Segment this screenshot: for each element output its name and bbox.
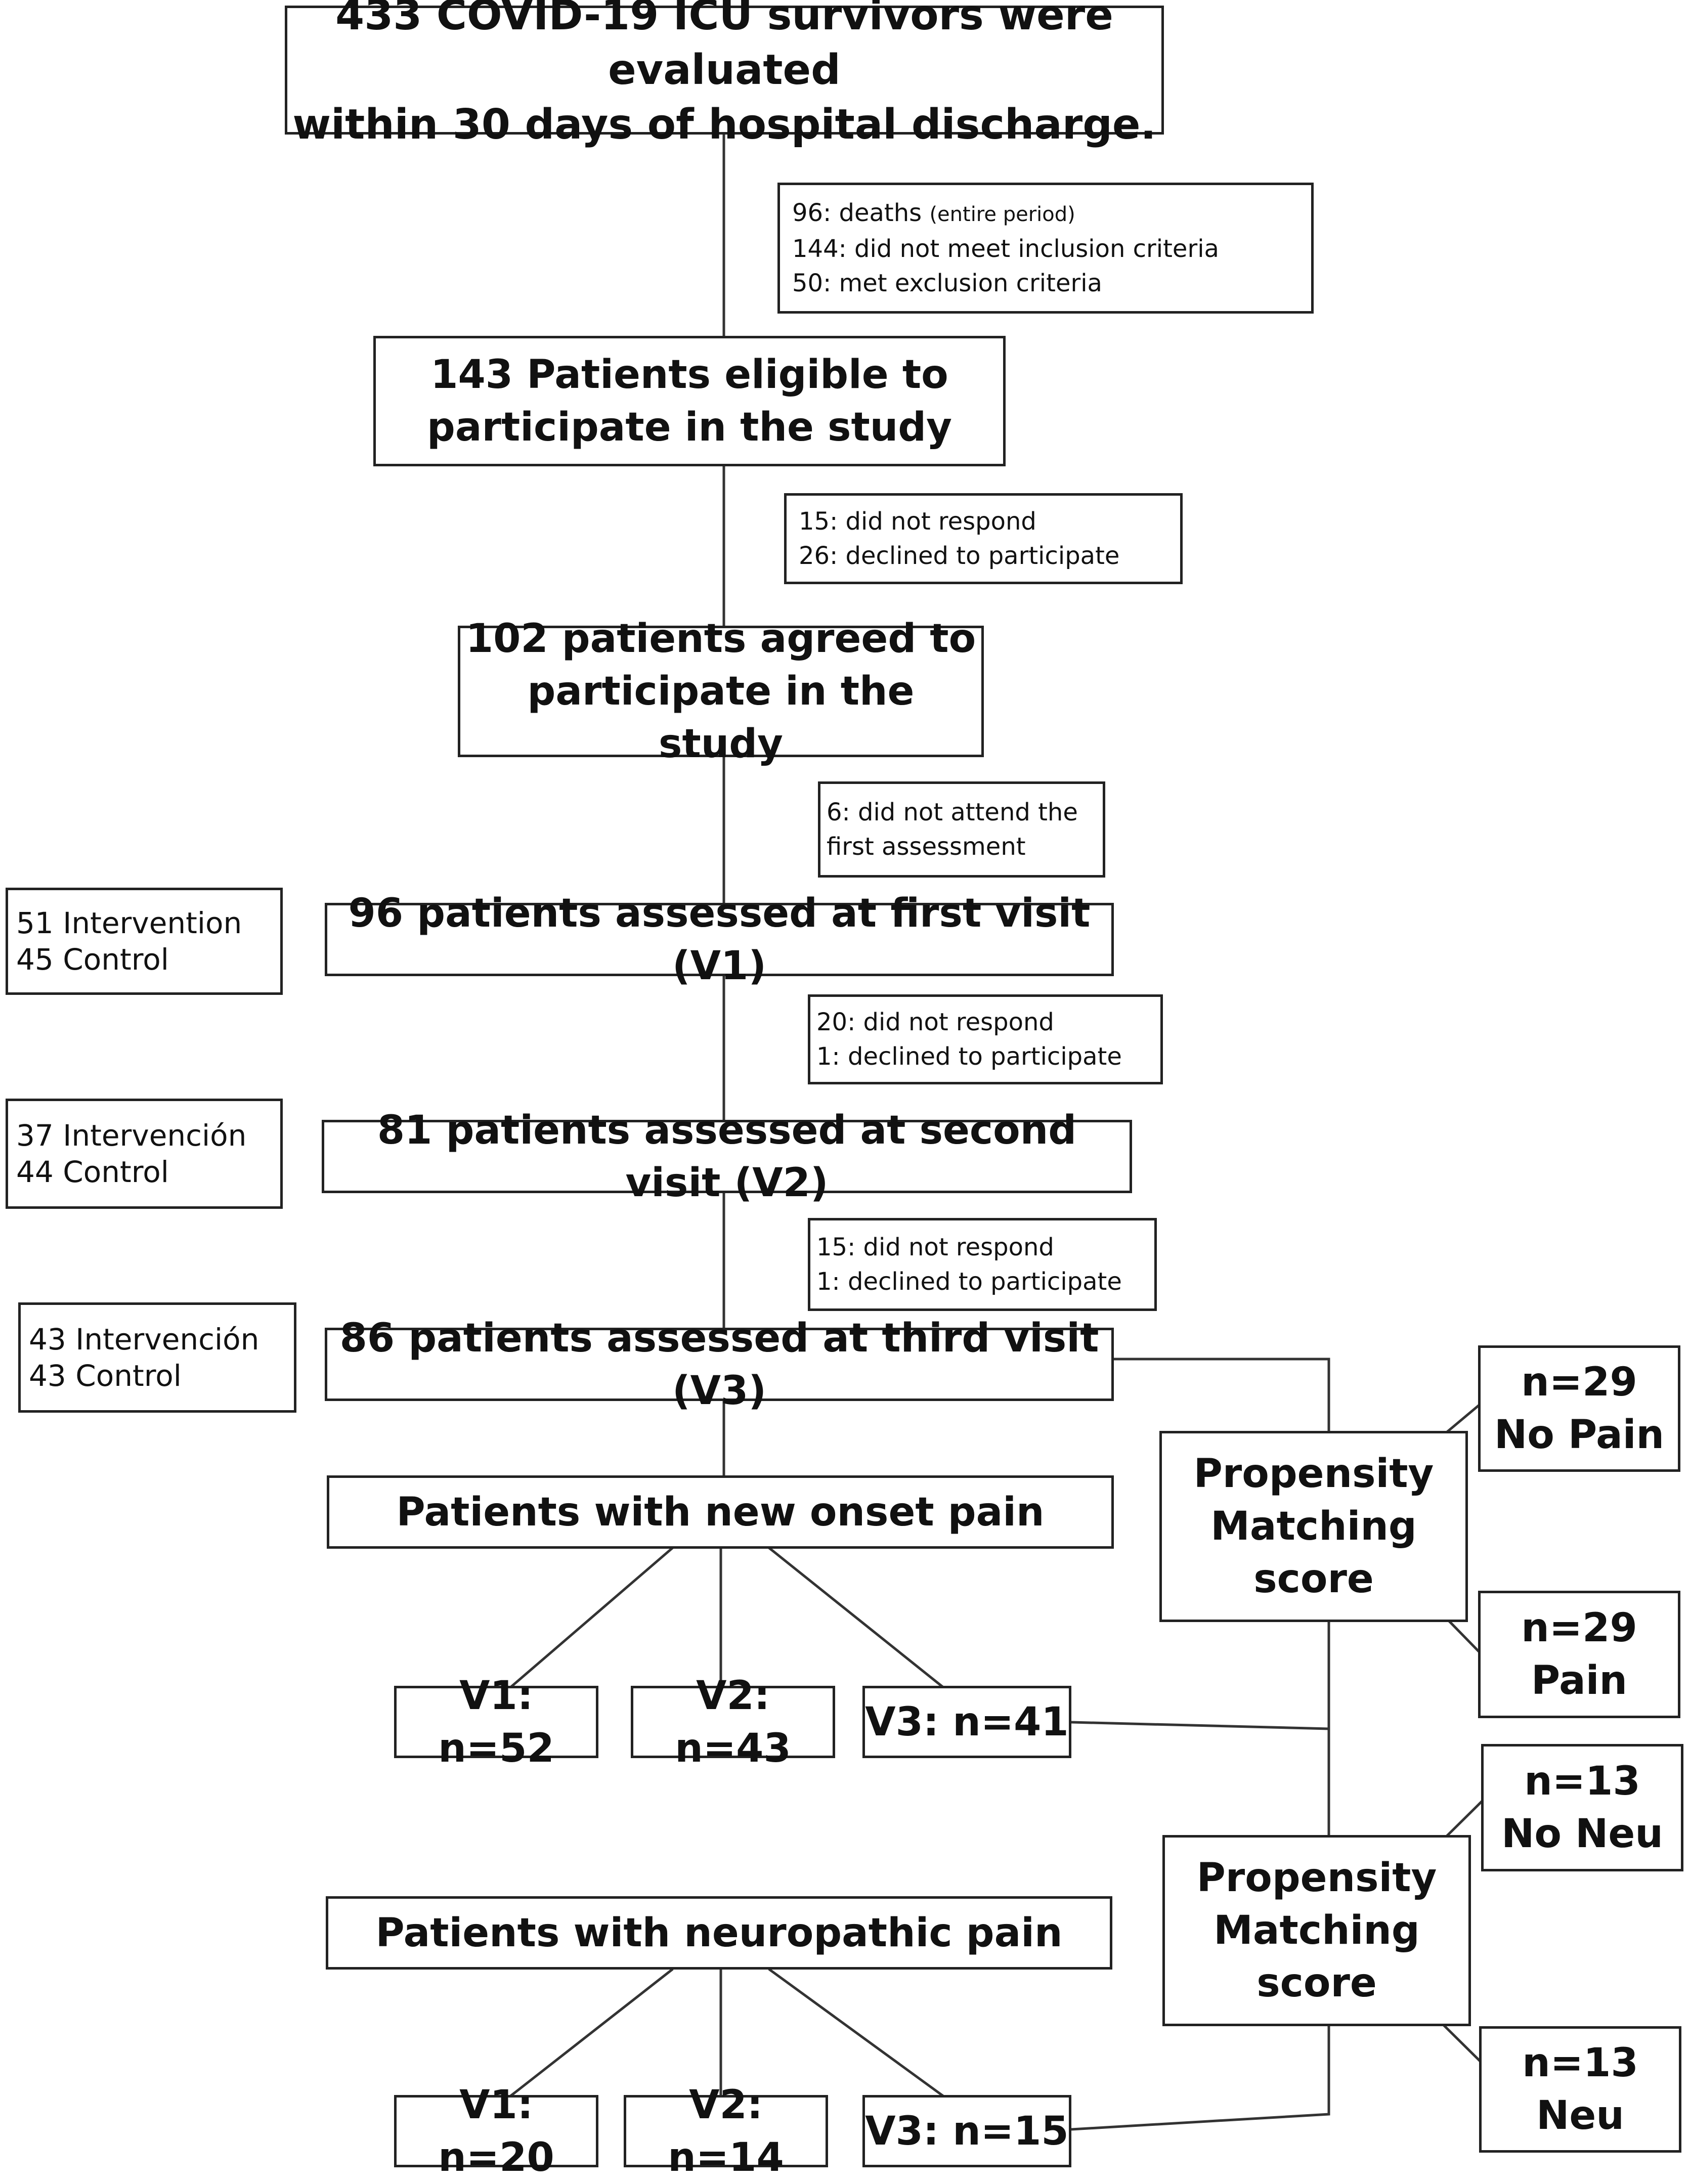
exclusion-box-4: 20: did not respond 1: declined to parti… [808,994,1163,1084]
link-psm2-neu [1441,2022,1486,2067]
eligible-line-2: participate in the study [427,405,952,450]
outcome-neu-box: n=13 Neu [1479,2026,1681,2153]
visit-1-label: 96 patients assessed at first visit (V1) [348,890,1091,989]
visit-1-arm-control: 45 Control [16,942,169,977]
link-newpain-v3count [1071,1721,1329,1730]
new-pain-count-v2: V2: n=43 [631,1673,835,1771]
exclusion-5-line-2: 1: declined to participate [816,1268,1122,1296]
link-psm1-nopain [1441,1399,1486,1437]
new-onset-pain-label: Patients with new onset pain [396,1489,1045,1535]
visit-1-arms-box: 51 Intervention 45 Control [6,888,283,995]
link-psm2-noneu [1441,1797,1486,1842]
visit-3-box: 86 patients assessed at third visit (V3) [325,1316,1114,1414]
neuro-count-v1: V1: n=20 [394,2082,598,2180]
eligible-line-1: 143 Patients eligible to [430,352,948,398]
new-pain-count-v1: V1: n=52 [394,1673,598,1771]
visit-3-arm-intervention: 43 Intervención [29,1322,259,1357]
visit-3-arm-control: 43 Control [29,1359,182,1393]
exclusion-1-line-3: 50: met exclusion criteria [792,269,1102,297]
visit-1-arm-intervention: 51 Intervention [16,906,242,940]
exclusion-1-deaths: 96: deaths (entire period) [792,199,1075,227]
exclusion-2-line-2: 26: declined to participate [799,542,1120,570]
exclusion-4-line-2: 1: declined to participate [816,1042,1122,1071]
exclusion-5-line-1: 15: did not respond [816,1233,1054,1261]
agreed-line-1: 102 patients agreed to [465,616,976,662]
outcome-no-pain-box: n=29 No Pain [1478,1345,1680,1472]
agreed-box: 102 patients agreed to participate in th… [458,616,984,767]
exclusion-box-5: 15: did not respond 1: declined to parti… [808,1218,1157,1311]
visit-2-arm-intervention: 37 Intervención [16,1118,247,1153]
fan-neuro-v1 [509,1968,674,2098]
visit-2-box: 81 patients assessed at second visit (V2… [322,1108,1132,1206]
fan-newpain-v1 [509,1547,674,1689]
fan-newpain-v3 [768,1547,945,1689]
exclusion-box-2: 15: did not respond 26: declined to part… [784,493,1183,584]
exclusion-box-3: 6: did not attend the first assessment [818,781,1105,878]
visit-2-arms-box: 37 Intervención 44 Control [6,1099,283,1209]
visit-3-label: 86 patients assessed at third visit (V3) [339,1315,1099,1414]
visit-2-arm-control: 44 Control [16,1155,169,1189]
outcome-pain-box: n=29 Pain [1478,1591,1680,1718]
exclusion-3-line-1: 6: did not attend the [827,798,1078,826]
link-neuro-v3count [1071,2025,1330,2131]
start-line-1: 433 COVID-19 ICU survivors were evaluate… [335,0,1113,94]
exclusion-3-line-2: first assessment [827,833,1026,861]
exclusion-4-line-1: 20: did not respond [816,1008,1054,1036]
propensity-box-2: Propensity Matching score [1162,1835,1471,2026]
start-line-2: within 30 days of hospital discharge. [292,100,1156,149]
visit-2-label: 81 patients assessed at second visit (V2… [377,1107,1077,1206]
new-pain-count-v3: V3: n=41 [862,1686,1071,1758]
propensity-box-1: Propensity Matching score [1159,1431,1468,1622]
start-box: 433 COVID-19 ICU survivors were evaluate… [285,0,1164,149]
visit-1-box: 96 patients assessed at first visit (V1) [325,891,1114,989]
neuropathic-pain-box: Patients with neuropathic pain [326,1896,1112,1970]
exclusion-1-line-2: 144: did not meet inclusion criteria [792,235,1219,263]
exclusion-1-deaths-note: (entire period) [929,203,1075,226]
exclusion-box-1: 96: deaths (entire period) 144: did not … [777,183,1314,314]
neuropathic-pain-label: Patients with neuropathic pain [375,1910,1063,1956]
visit-3-arms-box: 43 Intervención 43 Control [18,1302,296,1413]
eligible-box: 143 Patients eligible to participate in … [373,336,1006,466]
agreed-line-2: participate in the study [527,669,915,767]
exclusion-2-line-1: 15: did not respond [799,507,1036,536]
new-onset-pain-box: Patients with new onset pain [327,1475,1114,1549]
fan-neuro-v3 [768,1968,945,2098]
neuro-count-v2: V2: n=14 [624,2082,828,2180]
link-v3-psm [1114,1358,1330,1432]
neuro-count-v3: V3: n=15 [862,2095,1071,2167]
outcome-no-neu-box: n=13 No Neu [1481,1744,1683,1871]
